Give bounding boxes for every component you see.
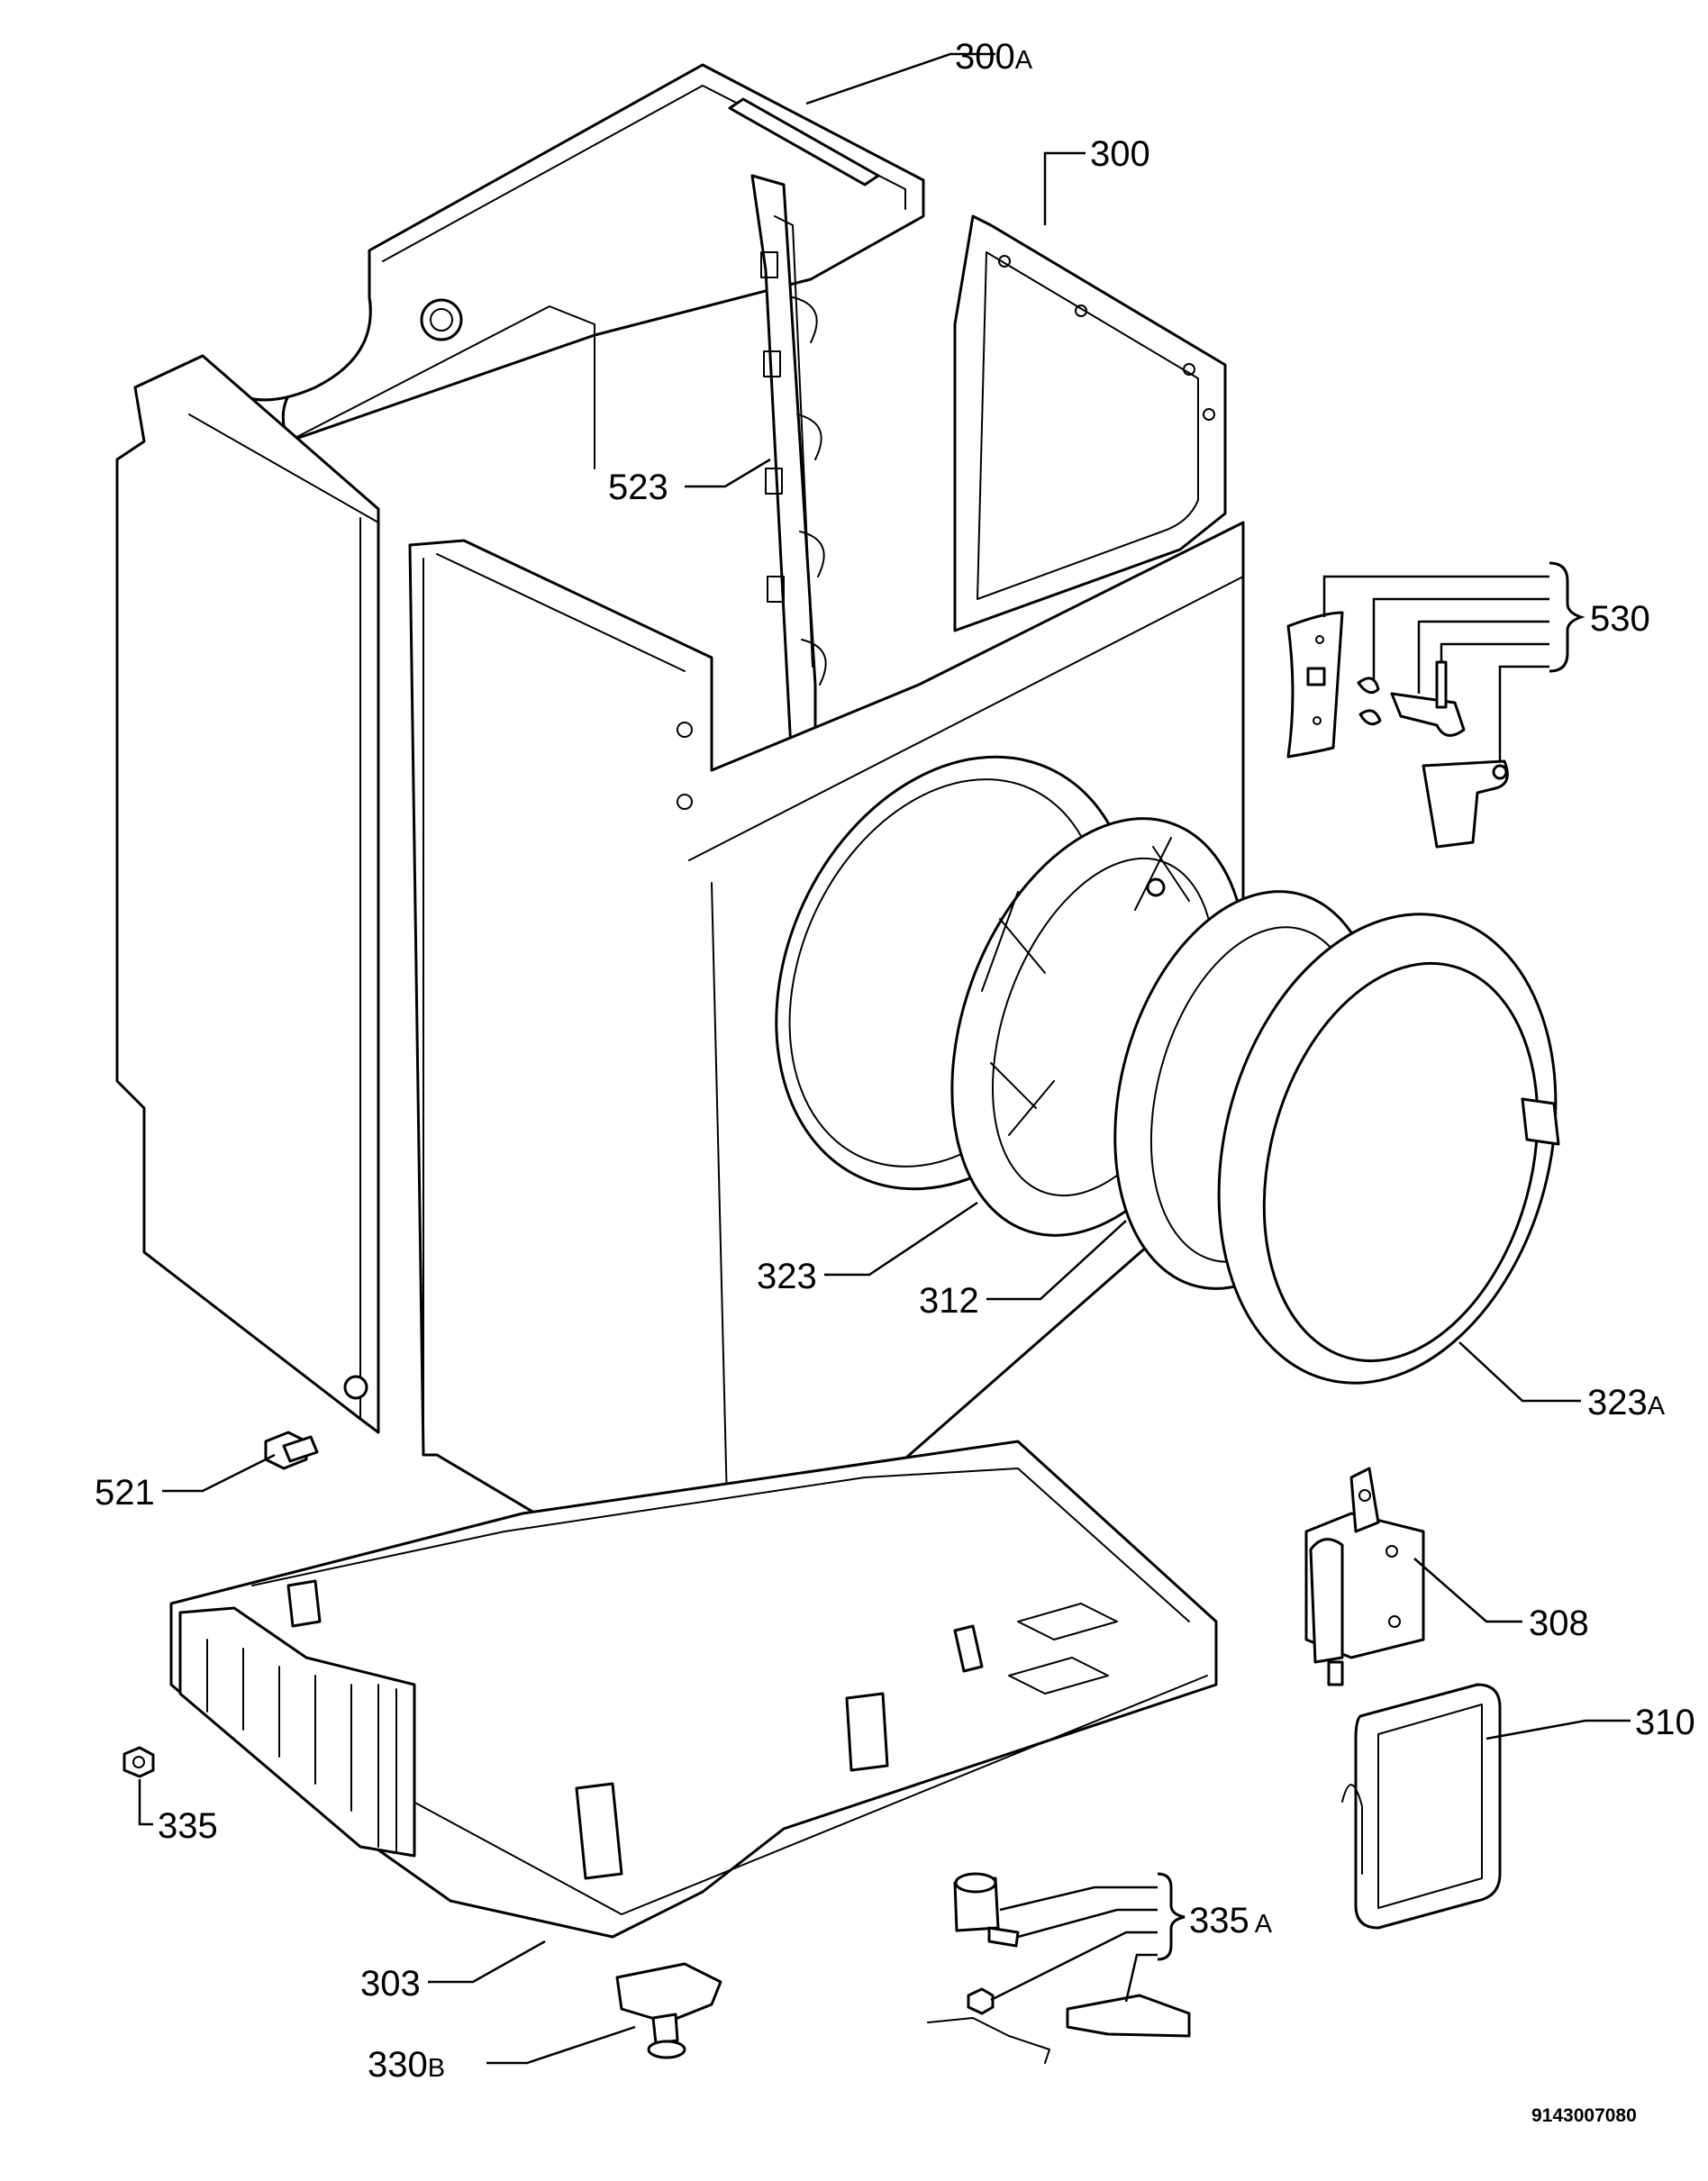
brace-335a — [1157, 1872, 1186, 1961]
callout-312: 312 — [919, 1281, 979, 1321]
leader-312 — [986, 1220, 1127, 1301]
leader-335a-2 — [1017, 1908, 1158, 1939]
leader-310 — [1485, 1719, 1631, 1740]
part-310-cover-plate — [1341, 1683, 1502, 1930]
leader-300a — [805, 52, 995, 105]
part-303-base-frame — [169, 1440, 1218, 1939]
part-300a-top-frame — [133, 63, 925, 443]
part-323a-door-ring — [1217, 913, 1560, 1385]
part-523-cross-rail — [750, 174, 827, 795]
callout-521: 521 — [95, 1473, 155, 1513]
leader-335 — [138, 1779, 153, 1826]
callout-323a: 323A — [1587, 1383, 1666, 1422]
leader-521 — [162, 1453, 276, 1493]
document-number: 9143007080 — [1531, 2105, 1637, 2126]
callout-300: 300 — [1090, 134, 1150, 174]
callout-310: 310 — [1635, 1703, 1695, 1742]
part-335-nut — [123, 1746, 155, 1778]
frame-inner-edge — [287, 305, 595, 469]
leader-530-4 — [1440, 642, 1549, 662]
callout-330b: 330B — [368, 2045, 445, 2085]
leader-335a-4 — [1124, 1953, 1158, 2003]
brace-530 — [1549, 561, 1585, 673]
leader-308 — [1413, 1558, 1522, 1623]
leader-523 — [685, 458, 771, 488]
leader-530-5 — [1498, 665, 1549, 761]
leader-323a — [1458, 1341, 1581, 1403]
callout-523: 523 — [608, 468, 668, 507]
callout-530: 530 — [1590, 599, 1650, 639]
part-335a-kit — [927, 1872, 1191, 2064]
part-530-hinge-kit — [1286, 611, 1509, 849]
callout-303: 303 — [360, 1964, 421, 2004]
leader-303 — [428, 1940, 546, 1984]
leader-335a-1 — [999, 1886, 1158, 1912]
callout-300a: 300A — [955, 37, 1033, 77]
callout-335: 335 — [158, 1806, 218, 1846]
callout-323: 323 — [757, 1257, 817, 1296]
part-330b-foot — [615, 1962, 722, 2059]
left-side-panel — [115, 354, 380, 1434]
leader-530-3 — [1417, 620, 1549, 694]
part-521-screw — [264, 1431, 319, 1470]
part-308-door-lock — [1304, 1467, 1425, 1686]
leader-330b — [486, 2025, 636, 2065]
leader-335a-3 — [990, 1931, 1158, 2002]
part-300-right-frame — [953, 214, 1227, 632]
leader-323 — [824, 1201, 978, 1277]
leader-530-1 — [1322, 575, 1549, 617]
leader-300 — [1043, 151, 1086, 225]
leader-530-2 — [1372, 597, 1549, 680]
callout-308: 308 — [1529, 1604, 1589, 1643]
